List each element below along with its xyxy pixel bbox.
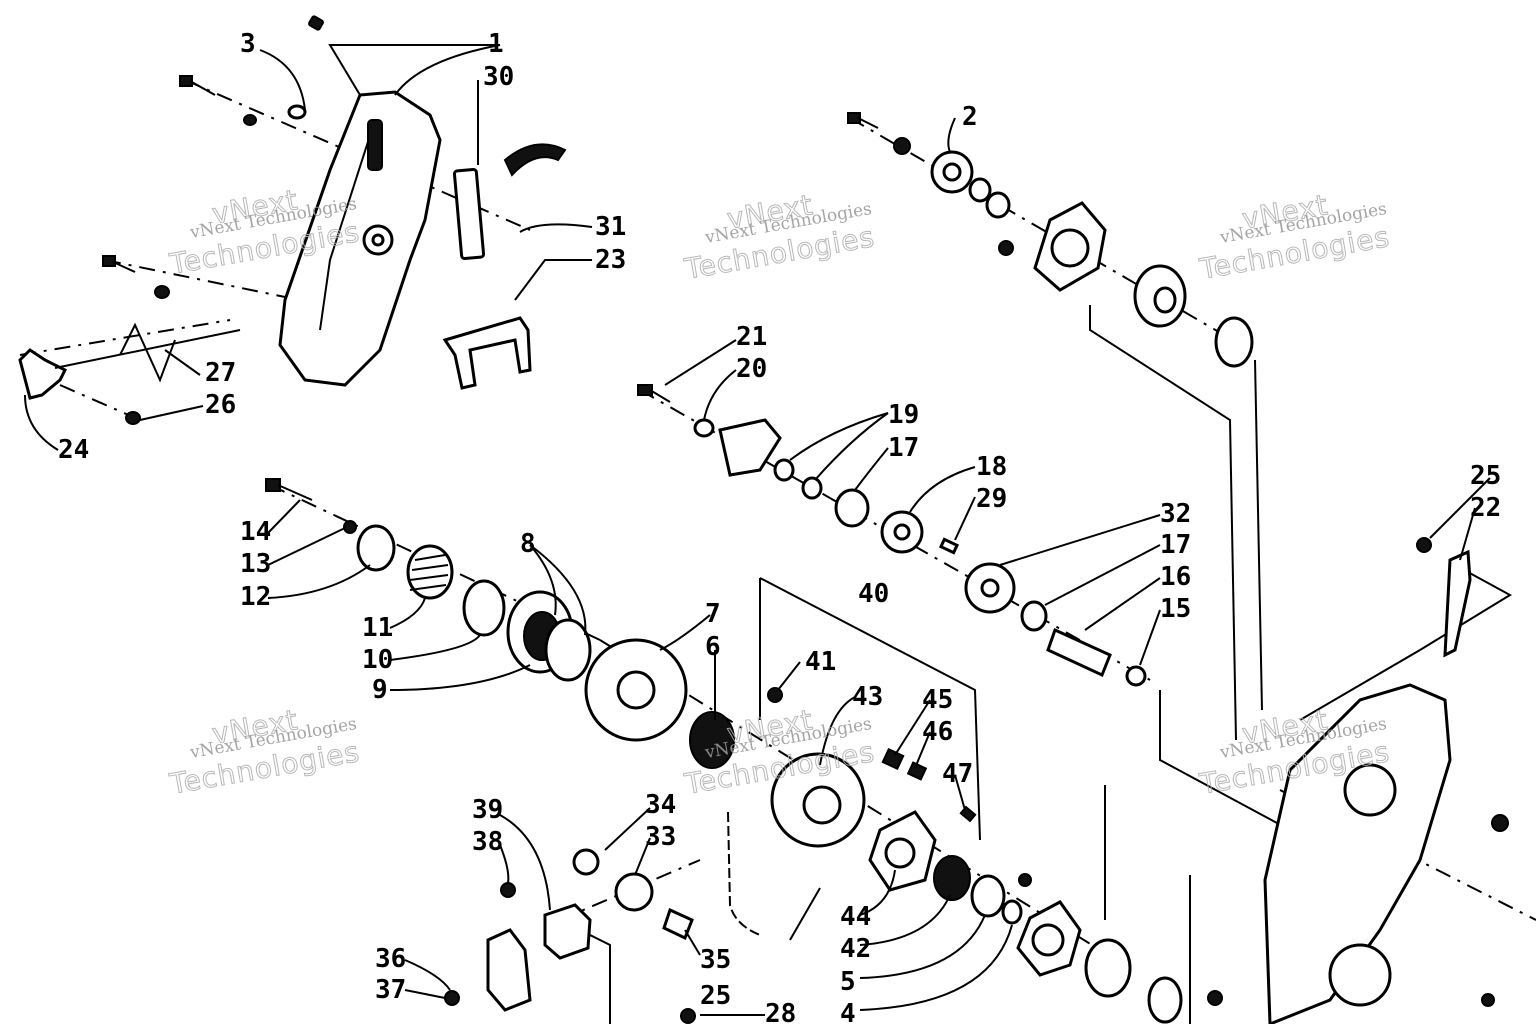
shift-lever-arm <box>18 348 68 400</box>
callout-label: 6 <box>705 632 721 662</box>
callout-label: 31 <box>595 212 626 242</box>
callout-numbers: 1 2 3 4 5 6 7 8 9 10 11 12 13 14 15 16 1… <box>58 29 1501 1024</box>
callout-label: 16 <box>1160 562 1191 592</box>
callout-label: 17 <box>888 433 919 463</box>
callout-label: 33 <box>645 822 676 852</box>
callout-label: 4 <box>840 999 856 1024</box>
chain-drive-assembly <box>727 687 1223 1024</box>
callout-label: 46 <box>922 717 953 747</box>
callout-label: 9 <box>372 675 388 705</box>
spacer <box>834 488 870 528</box>
tensioner-assembly <box>637 384 1147 687</box>
callout-label: 38 <box>472 827 503 857</box>
roller <box>614 872 654 912</box>
callout-label: 45 <box>922 685 953 715</box>
callout-label: 19 <box>888 400 919 430</box>
watermark: vNext vNext Technologies Technologies <box>1196 188 1393 287</box>
callout-label: 1 <box>488 29 504 59</box>
callout-label: 24 <box>58 435 89 465</box>
cap-screw <box>179 75 216 96</box>
callout-label: 13 <box>240 549 271 579</box>
callout-label: 41 <box>805 647 836 677</box>
callout-label: 44 <box>840 902 871 932</box>
callout-label: 26 <box>205 390 236 420</box>
callout-label: 17 <box>1160 530 1191 560</box>
callout-label: 47 <box>942 759 973 789</box>
mount-bracket <box>543 903 592 960</box>
chain-case-cover-assembly <box>18 15 567 425</box>
callout-leaders <box>24 44 1491 1016</box>
idler-shaft <box>1046 627 1112 678</box>
callout-label: 27 <box>205 358 236 388</box>
callout-label: 15 <box>1160 594 1191 624</box>
callout-label: 10 <box>362 645 393 675</box>
callout-label: 14 <box>240 517 271 547</box>
callout-label: 36 <box>375 944 406 974</box>
callout-label: 5 <box>840 967 856 997</box>
drive-sprocket-assembly <box>265 478 735 769</box>
drive-chain <box>727 811 761 936</box>
chain-case-cover <box>278 90 442 387</box>
callout-label: 8 <box>520 529 536 559</box>
callout-label: 25 <box>1470 461 1501 491</box>
callout-label: 22 <box>1470 493 1501 523</box>
watermark: vNext vNext Technologies Technologies <box>166 703 363 802</box>
pinion-gear <box>689 711 735 769</box>
callout-label: 34 <box>645 790 676 820</box>
callout-label: 7 <box>705 599 721 629</box>
callout-label: 37 <box>375 975 406 1005</box>
cap-screw <box>102 255 136 273</box>
callout-label: 20 <box>736 354 767 384</box>
callout-label: 2 <box>962 102 978 132</box>
watermark: vNext vNext Technologies Technologies <box>681 188 878 287</box>
callout-label: 3 <box>240 29 256 59</box>
driven-sprocket-assembly <box>847 112 1254 368</box>
chain-case-housing <box>1263 537 1509 1024</box>
callout-label: 23 <box>595 245 626 275</box>
callout-label: 12 <box>240 582 271 612</box>
retaining-ring <box>1214 316 1254 368</box>
callout-label: 35 <box>700 945 731 975</box>
callout-label: 42 <box>840 934 871 964</box>
callout-label: 40 <box>858 579 889 609</box>
callout-label: 32 <box>1160 499 1191 529</box>
callout-label: 11 <box>362 613 393 643</box>
lower-bearing <box>933 855 971 901</box>
plate <box>486 928 532 1012</box>
callout-label: 21 <box>736 322 767 352</box>
callout-label: 29 <box>976 484 1007 514</box>
callout-label: 43 <box>852 682 883 712</box>
callout-label: 28 <box>765 999 796 1024</box>
callout-label: 39 <box>472 795 503 825</box>
callout-label: 25 <box>700 981 731 1011</box>
shift-bracket <box>442 316 532 390</box>
callout-label: 18 <box>976 452 1007 482</box>
bracket-assembly <box>444 848 696 1024</box>
callout-label: 30 <box>483 62 514 92</box>
